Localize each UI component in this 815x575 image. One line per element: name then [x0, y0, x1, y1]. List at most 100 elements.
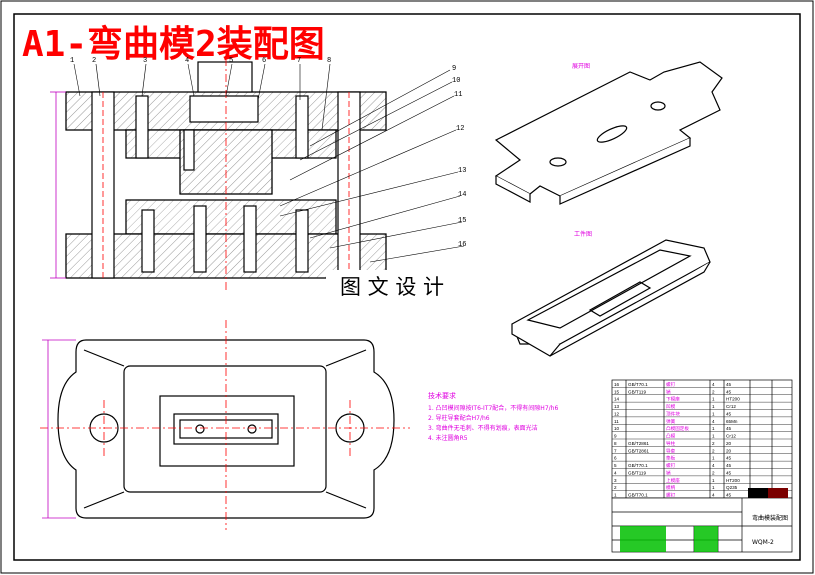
bom-cell: 1 [614, 493, 617, 498]
title-block [611, 488, 793, 553]
bom-cell: 2 [712, 389, 715, 394]
leader-number: 14 [458, 191, 466, 199]
bom-cell: 15 [614, 389, 620, 394]
bom-cell: 1 [712, 397, 715, 402]
bom-cell: 7 [614, 448, 617, 453]
bom-cell: 45 [726, 382, 732, 387]
bom-cell: 4 [712, 493, 715, 498]
bom-cell: 导柱 [666, 440, 676, 447]
bom-cell: 下模座 [666, 396, 680, 403]
title-block-name: 弯曲模装配图 [752, 514, 788, 522]
leader-number: 6 [262, 57, 266, 65]
leader-number: 11 [454, 91, 462, 99]
bom-cell: 销 [666, 469, 671, 476]
bom-cell: 45 [726, 426, 732, 431]
leader-number: 13 [458, 167, 466, 175]
leader-number: 5 [229, 57, 233, 65]
bom-cell: 2 [712, 448, 715, 453]
bom-cell: GB/T119 [628, 389, 646, 394]
bom-cell: 凸模 [666, 433, 676, 440]
leader-numbers: 1 2 3 4 5 6 7 8 9 10 11 12 13 14 15 16 [70, 57, 466, 249]
blank-part [494, 61, 723, 205]
inner-border [13, 13, 801, 561]
bom-cell: 20 [726, 441, 732, 446]
bom-cell: GB/T70.1 [628, 382, 648, 387]
bom-cell: HT200 [726, 478, 740, 483]
bom-cell: 9 [614, 434, 617, 439]
tech-requirements: 技术要求 1. 凸凹模间隙按IT6-IT7配合，不得有间隙H7/h6 2. 导柱… [428, 391, 558, 442]
bom-cell: 5 [614, 463, 617, 468]
plan-dimensions [42, 339, 76, 519]
leader-number: 16 [458, 241, 466, 249]
bom-cell: GB/T2861 [628, 448, 649, 453]
formed-part-label: 工件图 [574, 230, 592, 238]
bom-cell: 45 [726, 463, 732, 468]
bom-cell: 20 [726, 448, 732, 453]
leader-number: 4 [185, 57, 189, 65]
bom-cell: 2 [712, 470, 715, 475]
plan-centerlines [40, 320, 410, 530]
bom-cell: GB/T70.1 [628, 463, 648, 468]
height-dimension [50, 91, 66, 279]
tech-req-item: 2. 导柱导套配合H7/h6 [428, 414, 490, 422]
tech-req-item: 3. 弯曲件无毛刺、不得有划痕，表面光洁 [428, 424, 538, 432]
bom-cell: 65Mn [726, 419, 738, 424]
bom-cell: GB/T70.1 [628, 493, 648, 498]
bom-cell: 3 [614, 478, 617, 483]
leader-lines [73, 63, 465, 263]
bom-cell: HT200 [726, 397, 740, 402]
bom-cell: 1 [712, 478, 715, 483]
bom-cell: 2 [614, 485, 617, 490]
leader-number: 15 [458, 217, 466, 225]
blank-part-label: 展开图 [572, 63, 590, 70]
leader-number: 1 [70, 57, 74, 65]
tech-req-item: 1. 凸凹模间隙按IT6-IT7配合，不得有间隙H7/h6 [428, 404, 558, 412]
bom-cell: 弹簧 [666, 418, 676, 425]
bom-cell: 螺钉 [666, 381, 676, 388]
bom-cell: 14 [614, 397, 620, 402]
bom-cell: 螺钉 [666, 492, 676, 499]
bom-cell: 4 [614, 470, 617, 475]
tech-req-item: 4. 未注圆角R5 [428, 434, 468, 442]
bom-cell: 2 [712, 441, 715, 446]
bom-cell: 螺钉 [666, 462, 676, 469]
bom-cell: 1 [712, 485, 715, 490]
bom-cell: GB/T119 [628, 470, 646, 475]
bom-cell: 45 [726, 389, 732, 394]
bom-cell: 1 [712, 456, 715, 461]
bom-cell: 45 [726, 493, 732, 498]
bom-cell: 6 [614, 456, 617, 461]
bom-cell: 凹模 [666, 403, 676, 410]
bom-cell: 45 [726, 411, 732, 416]
leader-number: 12 [456, 125, 464, 133]
leader-number: 8 [327, 57, 331, 65]
bom-cell: 8 [614, 441, 617, 446]
bom-cell: 10 [614, 426, 620, 431]
bom-cell: 顶件块 [666, 410, 680, 417]
leader-number: 9 [452, 65, 456, 73]
bom-cell: 4 [712, 463, 715, 468]
bom-cell: Cr12 [726, 434, 736, 439]
bom-cell: 销 [666, 388, 671, 395]
formed-part [511, 239, 711, 357]
bom-cell: 凸模固定板 [666, 425, 689, 432]
bom-cell: Cr12 [726, 404, 736, 409]
bom-cell: Q235 [726, 485, 738, 490]
bom-cell: 1 [712, 404, 715, 409]
bom-cell: 1 [712, 411, 715, 416]
bom-cell: 导套 [666, 447, 676, 454]
leader-number: 10 [452, 77, 460, 85]
leader-number: 7 [297, 57, 301, 65]
bom-cell: 垫板 [666, 455, 676, 462]
bom-cell: 16 [614, 382, 620, 387]
front-section-view [65, 58, 387, 290]
watermark-box [326, 270, 476, 302]
bom-cell: 4 [712, 382, 715, 387]
bom-cell: 4 [712, 419, 715, 424]
title-block-code: WQM-2 [752, 539, 774, 546]
bom-cell: GB/T2861 [628, 441, 649, 446]
bom-cell: 1 [712, 434, 715, 439]
bom-cell: 12 [614, 411, 620, 416]
